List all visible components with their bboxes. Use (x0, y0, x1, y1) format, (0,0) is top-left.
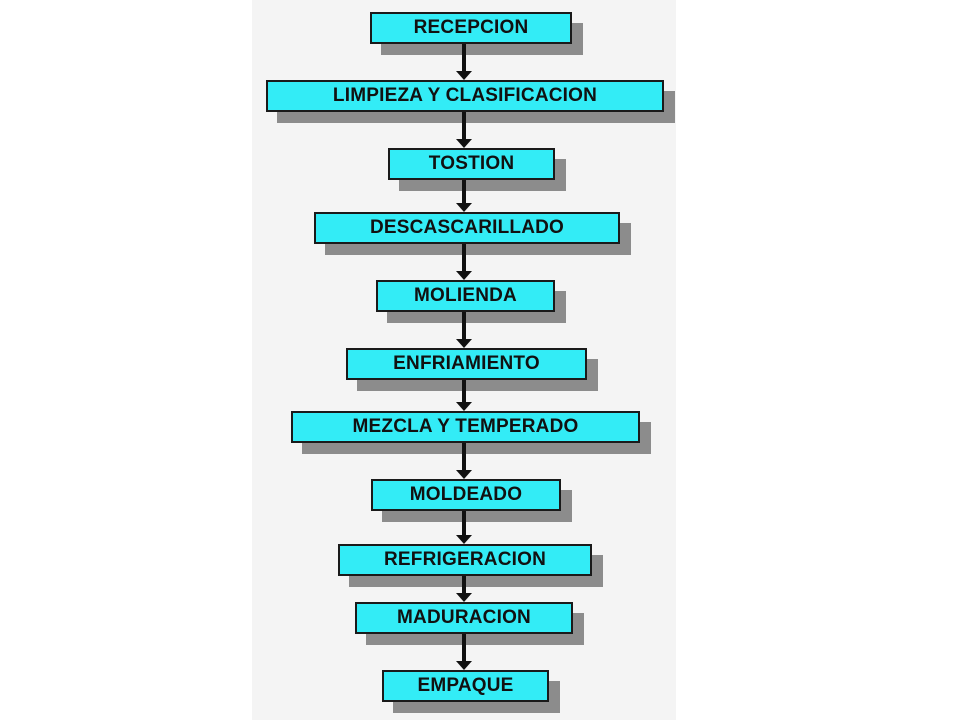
step-label: REFRIGERACION (384, 549, 546, 570)
step-label: MOLIENDA (414, 285, 517, 306)
step-label: EMPAQUE (417, 675, 514, 696)
flow-arrow (456, 443, 472, 479)
step-box-molienda: MOLIENDA (376, 280, 555, 312)
step-label: LIMPIEZA Y CLASIFICACION (332, 85, 598, 106)
step-box-descascarillado: DESCASCARILLADO (314, 212, 620, 244)
step-box-refrigeracion: REFRIGERACION (338, 544, 592, 576)
step-label: TOSTION (428, 153, 515, 174)
step-box-recepcion: RECEPCION (370, 12, 572, 44)
step-box-moldeado: MOLDEADO (371, 479, 561, 511)
flow-arrow (456, 380, 472, 411)
step-label: MEZCLA Y TEMPERADO (352, 416, 579, 437)
flow-arrow (456, 180, 472, 212)
step-box-mezcla-y-temperado: MEZCLA Y TEMPERADO (291, 411, 640, 443)
step-label: MOLDEADO (409, 484, 523, 505)
flow-arrow (456, 576, 472, 602)
step-label: RECEPCION (413, 17, 529, 38)
step-box-maduracion: MADURACION (355, 602, 573, 634)
flow-arrow (456, 511, 472, 544)
step-label: MADURACION (397, 607, 531, 628)
step-box-limpieza-y-clasificacion: LIMPIEZA Y CLASIFICACION (266, 80, 664, 112)
flow-arrow (456, 634, 472, 670)
flow-arrow (456, 244, 472, 280)
step-label: ENFRIAMIENTO (393, 353, 540, 374)
flow-arrow (456, 44, 472, 80)
step-box-tostion: TOSTION (388, 148, 555, 180)
step-box-empaque: EMPAQUE (382, 670, 549, 702)
step-label: DESCASCARILLADO (369, 217, 565, 238)
flow-arrow (456, 312, 472, 348)
flowchart-panel: RECEPCION LIMPIEZA Y CLASIFICACION TOSTI… (252, 0, 676, 720)
flow-arrow (456, 112, 472, 148)
step-box-enfriamiento: ENFRIAMIENTO (346, 348, 587, 380)
